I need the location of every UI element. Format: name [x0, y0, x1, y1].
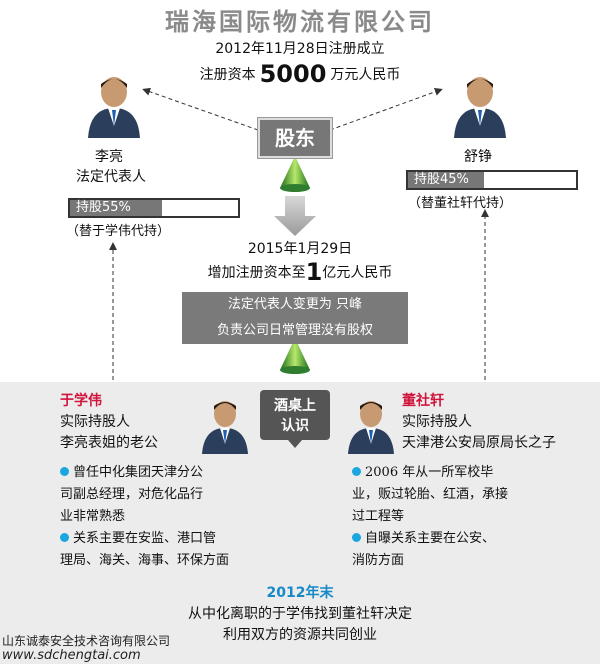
- left-person-note: （替于学伟代持）: [66, 224, 171, 239]
- down-arrow-icon: [274, 196, 316, 236]
- founded-date: 2012年11月28日注册成立: [215, 41, 385, 57]
- person-avatar-icon-right: [454, 77, 506, 138]
- green-cone-icon: [280, 156, 310, 188]
- left-share-bar: 持股55%: [68, 198, 240, 218]
- company-title: 瑞海国际物流有限公司: [165, 8, 435, 36]
- bullet-icon: [352, 467, 361, 476]
- dong-role: 实际持股人: [402, 414, 472, 430]
- person-avatar-icon: [88, 77, 140, 138]
- dong-bullets: 2006 年从一所军校毕 业，贩过轮胎、红酒，承接 过工程等 自曝关系主要在公安…: [352, 465, 509, 568]
- final-line-1: 从中化离职的于学伟找到董社轩决定: [188, 606, 412, 622]
- bullet-icon: [60, 467, 69, 476]
- legal-change-box: 法定代表人变更为 只峰 负责公司日常管理没有股权: [182, 292, 408, 344]
- yu-role: 实际持股人: [60, 414, 130, 430]
- yu-avatar-icon: [202, 401, 248, 454]
- date-2015: 2015年1月29日: [247, 241, 353, 257]
- yu-name: 于学伟: [60, 393, 102, 409]
- right-person-note: （替董社轩代持）: [408, 196, 513, 211]
- yu-relation: 李亮表姐的老公: [60, 435, 158, 451]
- bullet-icon: [60, 533, 69, 542]
- left-person-name: 李亮: [95, 149, 123, 165]
- footer-company: 山东诚泰安全技术咨询有限公司: [2, 634, 171, 648]
- dong-relation: 天津港公安局原局长之子: [402, 435, 556, 451]
- banquet-label: 酒桌上认识: [274, 398, 316, 434]
- final-line-2: 利用双方的资源共同创业: [223, 627, 377, 643]
- dong-avatar-icon: [348, 401, 394, 454]
- legal-change-line-1: 法定代表人变更为 只峰: [227, 297, 363, 312]
- shareholders-box: 股东: [258, 118, 332, 158]
- green-cone-icon-2: [280, 338, 310, 370]
- banquet-badge: [260, 390, 330, 448]
- yu-bullets: 曾任中化集团天津分公 司副总经理，对危化品行 业非常熟悉 关系主要在安监、港口管…: [60, 465, 230, 568]
- left-share-fill: 持股55%: [70, 200, 163, 216]
- capital-2015: 增加注册资本至1亿元人民币: [207, 258, 393, 286]
- left-person-role: 法定代表人: [76, 169, 146, 185]
- dong-name: 董社轩: [402, 393, 444, 409]
- right-share-bar: 持股45%: [406, 170, 578, 190]
- year-end-label: 2012年末: [266, 585, 334, 601]
- legal-change-line-2: 负责公司日常管理没有股权: [216, 323, 373, 338]
- footer-url: www.sdchengtai.com: [2, 648, 141, 663]
- right-share-fill: 持股45%: [408, 172, 484, 188]
- right-person-name: 舒铮: [464, 149, 492, 165]
- bullet-icon: [352, 533, 361, 542]
